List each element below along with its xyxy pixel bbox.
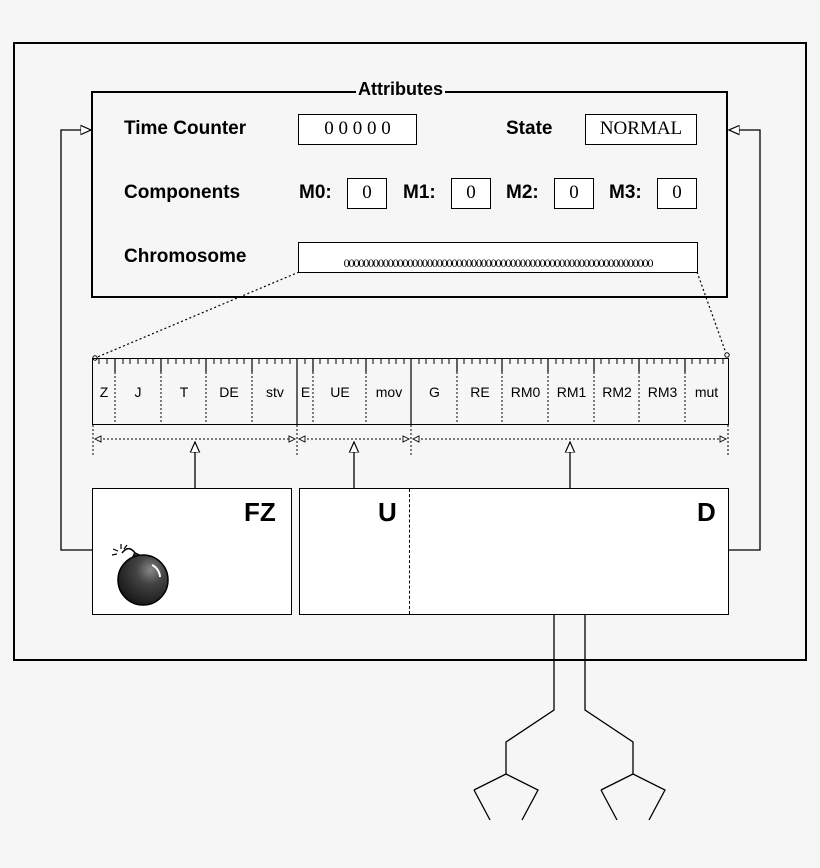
component-m2-value: 0 [554, 178, 594, 209]
module-d-label: D [697, 497, 716, 527]
component-m2-label: M2: [506, 182, 539, 203]
gripper-icon [473, 614, 666, 821]
module-u-label: U [378, 497, 397, 527]
gene-label: mut [694, 384, 719, 400]
agent-frame [13, 42, 807, 661]
component-m3-value: 0 [657, 178, 697, 209]
gene-label: RM3 [647, 384, 678, 400]
components-label: Components [124, 182, 241, 203]
gene-label: J [134, 384, 142, 400]
component-m1-value: 0 [451, 178, 491, 209]
module-ud [299, 488, 729, 615]
time-counter-label: Time Counter [124, 118, 247, 139]
zoom-line-left [94, 271, 300, 359]
gene-label: RM1 [556, 384, 587, 400]
gene-label: stv [266, 384, 284, 400]
gene-label: DE [219, 384, 239, 400]
bomb-icon [111, 544, 169, 606]
chromosome-label: Chromosome [124, 246, 247, 267]
state-label: State [506, 118, 553, 139]
module-fz-label: FZ [244, 497, 276, 527]
feedback-line-left [60, 130, 93, 551]
time-counter-value: 0 0 0 0 0 [298, 114, 417, 145]
gene-label: UE [330, 384, 350, 400]
gene-label: Z [99, 384, 109, 400]
gene-label: T [179, 384, 189, 400]
zoom-line-right [696, 271, 728, 357]
gene-label: E [300, 384, 311, 400]
gene-label: RM2 [602, 384, 632, 400]
component-m3-label: M3: [609, 182, 642, 203]
component-m0-value: 0 [347, 178, 387, 209]
gene-label: RM0 [510, 384, 541, 400]
feedback-line-right [728, 130, 761, 551]
attributes-title: Attributes [356, 79, 445, 100]
component-m1-label: M1: [403, 182, 436, 203]
chromosome-value: 0000000000000000000000000000000000000000… [298, 242, 698, 273]
gene-label: G [429, 384, 440, 400]
gene-strip [92, 358, 729, 425]
gene-label: RE [470, 384, 490, 400]
gene-label: mov [375, 384, 403, 400]
module-divider [409, 489, 410, 614]
component-m0-label: M0: [299, 182, 332, 203]
state-value: NORMAL [585, 114, 697, 145]
